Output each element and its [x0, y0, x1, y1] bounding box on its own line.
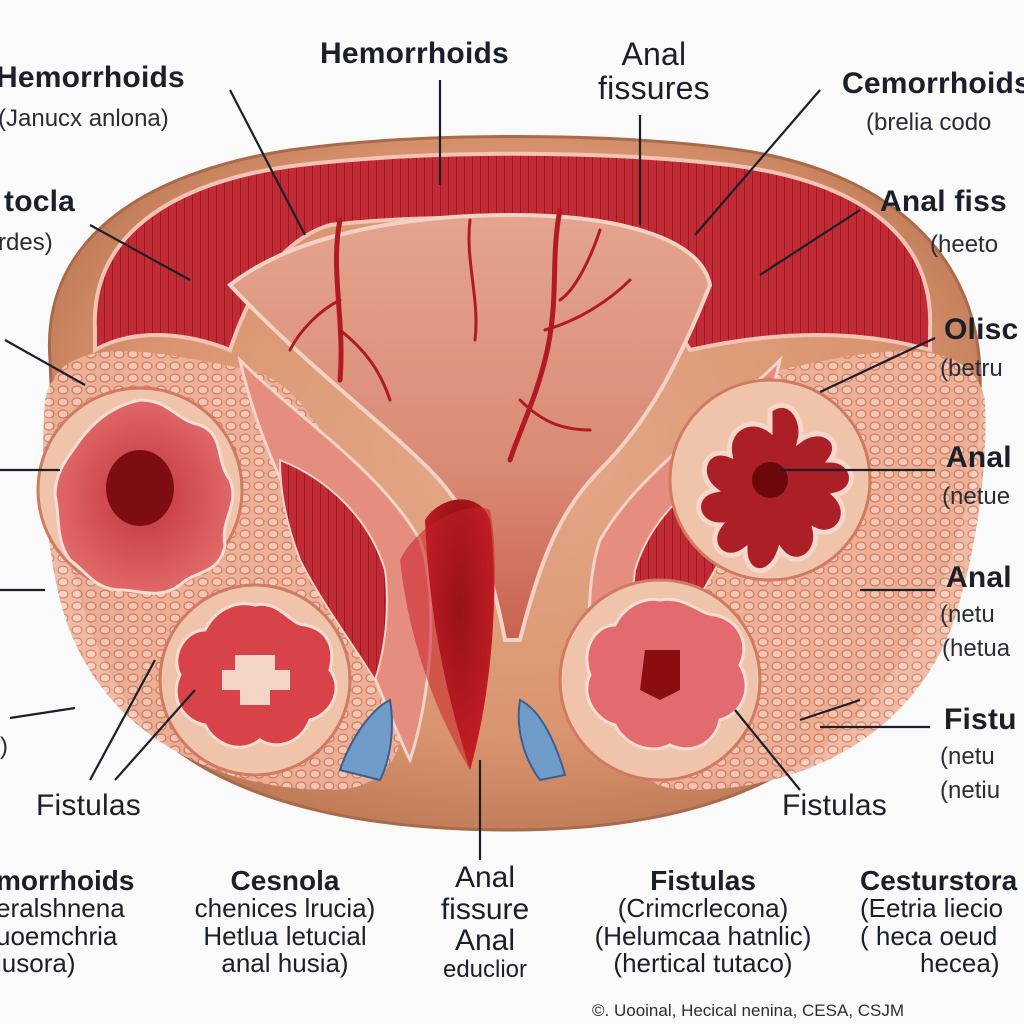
bottom-col1-line: uoemchria: [0, 920, 118, 951]
label-anal-fissure-right: Anal fiss: [880, 185, 1007, 218]
bottom-col3-line: Anal: [454, 861, 516, 894]
bottom-column-3: Anal fissure Anal educlior: [410, 862, 560, 982]
bottom-col4-line: (hertical tutaco): [613, 947, 793, 978]
copyright-credit: ©. Uooinal, Hecical nenina, CESA, CSJM: [592, 1001, 905, 1020]
label-right-6-sub1: (netu: [940, 743, 995, 770]
rosette-top-right: [668, 378, 872, 582]
bottom-col2-line: Hetlua letucial: [203, 920, 367, 951]
label-right-6-sub2: (netiu: [940, 777, 1001, 804]
vein-blue-left: [338, 698, 393, 782]
bottom-col3-line: Anal: [454, 924, 516, 957]
label-right-6: Fistu: [944, 703, 1017, 736]
bottom-col3-line: fissure: [440, 892, 530, 926]
bottom-col1-title: morrhoids: [0, 865, 135, 896]
canal-wall-left-muscle: [278, 458, 388, 683]
bottom-column-2: Cesnola chenices lrucia) Hetlua letucial…: [170, 866, 400, 977]
label-cemorrhoids-right-sub: (brelia codo: [866, 109, 992, 136]
label-fistulas-left: Fistulas: [36, 789, 141, 822]
label-right-3-sub: (betru: [940, 355, 1003, 382]
label-fistulas-right: Fistulas: [782, 789, 887, 822]
bottom-col5-line: hecea): [920, 947, 1000, 978]
bottom-column-5: Cesturstora (Eetria liecio ( heca oeud h…: [860, 866, 1024, 977]
bottom-col4-title: Fistulas: [650, 865, 756, 896]
label-anal-fissure-right-sub: (heeto: [930, 231, 999, 258]
label-hemorrhoids-left: Hemorrhoids: [0, 61, 185, 94]
bottom-col5-line: ( heca oeud: [860, 920, 998, 951]
label-right-5: Anal: [946, 561, 1012, 594]
bottom-column-4: Fistulas (Crimcrlecona) (Helumcaa hatnli…: [578, 866, 828, 977]
bottom-col2-title: Cesnola: [230, 865, 340, 896]
label-left-paren: ): [0, 733, 8, 760]
label-cemorrhoids-right: Cemorrhoids: [842, 67, 1024, 100]
bottom-col2-line: anal husia): [221, 947, 349, 978]
label-hemorrhoids-left-sub: (Janucx anlona): [0, 105, 169, 132]
bottom-col4-line: (Crimcrlecona): [617, 893, 789, 924]
leader-lines: [0, 80, 936, 860]
label-right-4-sub: (netue: [942, 483, 1011, 510]
bottom-col1-line: lusora): [0, 947, 76, 978]
blood-vessels: [288, 207, 632, 463]
bottom-col5-line: (Eetria liecio: [860, 893, 1004, 924]
label-left-2-sub: rdes): [0, 229, 53, 256]
label-anal-fissures-line2: fissures: [598, 69, 710, 106]
bottom-col3-line: educlior: [442, 955, 528, 983]
bottom-col2-line: chenices lrucia): [194, 893, 376, 924]
label-right-5-sub2: (hetua: [942, 635, 1011, 662]
bottom-col4-line: (Helumcaa hatnlic): [594, 920, 812, 951]
label-anal-fissures-line1: Anal: [621, 36, 687, 72]
label-hemorrhoids-top: Hemorrhoids: [320, 37, 509, 70]
bottom-column-1: morrhoids eralshnena uoemchria lusora): [0, 866, 134, 977]
bottom-col5-title: Cesturstora: [860, 866, 1018, 896]
label-left-2: tocla: [4, 185, 76, 218]
vein-blue-right: [517, 698, 567, 782]
rosette-bottom-right: [558, 578, 762, 782]
label-anal-fissures-top: Anal fissures: [598, 36, 710, 106]
anal-lumen: [400, 507, 495, 770]
label-right-5-sub1: (netu: [940, 601, 995, 628]
rosette-top-left: [36, 386, 244, 595]
label-right-3: Olisc: [944, 313, 1019, 346]
rosette-bottom-left: [158, 583, 352, 777]
anal-canal: [227, 212, 713, 642]
bottom-col1-line: eralshnena: [0, 893, 125, 924]
label-right-4: Anal: [946, 441, 1012, 474]
